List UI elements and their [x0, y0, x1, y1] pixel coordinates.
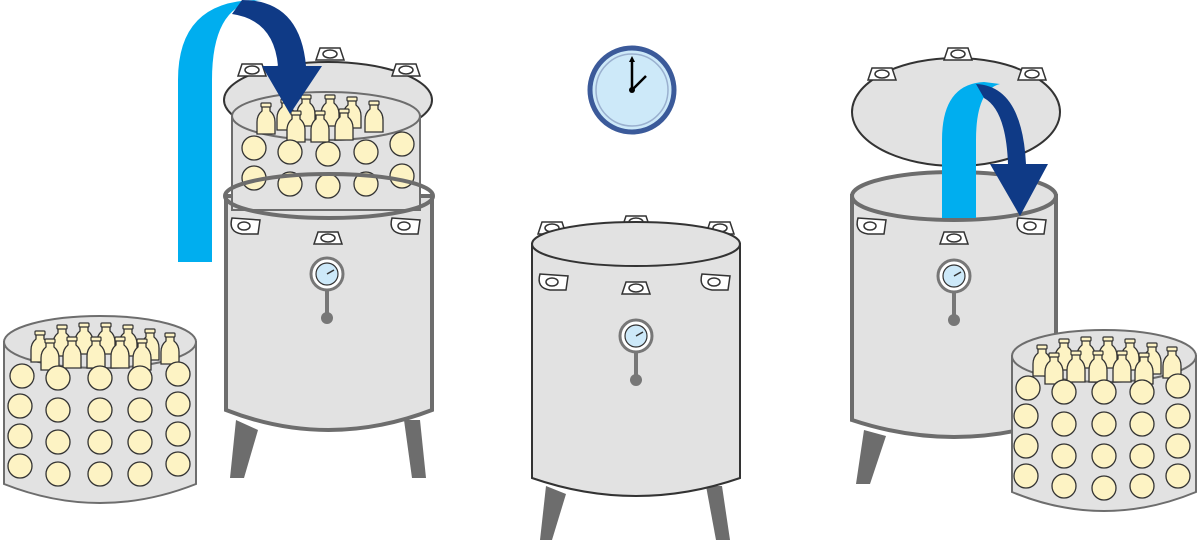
basket-inserted	[231, 91, 421, 211]
clock-icon	[587, 45, 677, 135]
vessel-icon-loading	[223, 47, 435, 478]
basket-unloaded-right	[1011, 329, 1197, 512]
arrow-icon-load	[178, 0, 322, 262]
vessel-icon-closed	[531, 215, 741, 540]
arrow-icon-unload	[942, 82, 1048, 218]
basket-loaded-left	[3, 315, 197, 504]
